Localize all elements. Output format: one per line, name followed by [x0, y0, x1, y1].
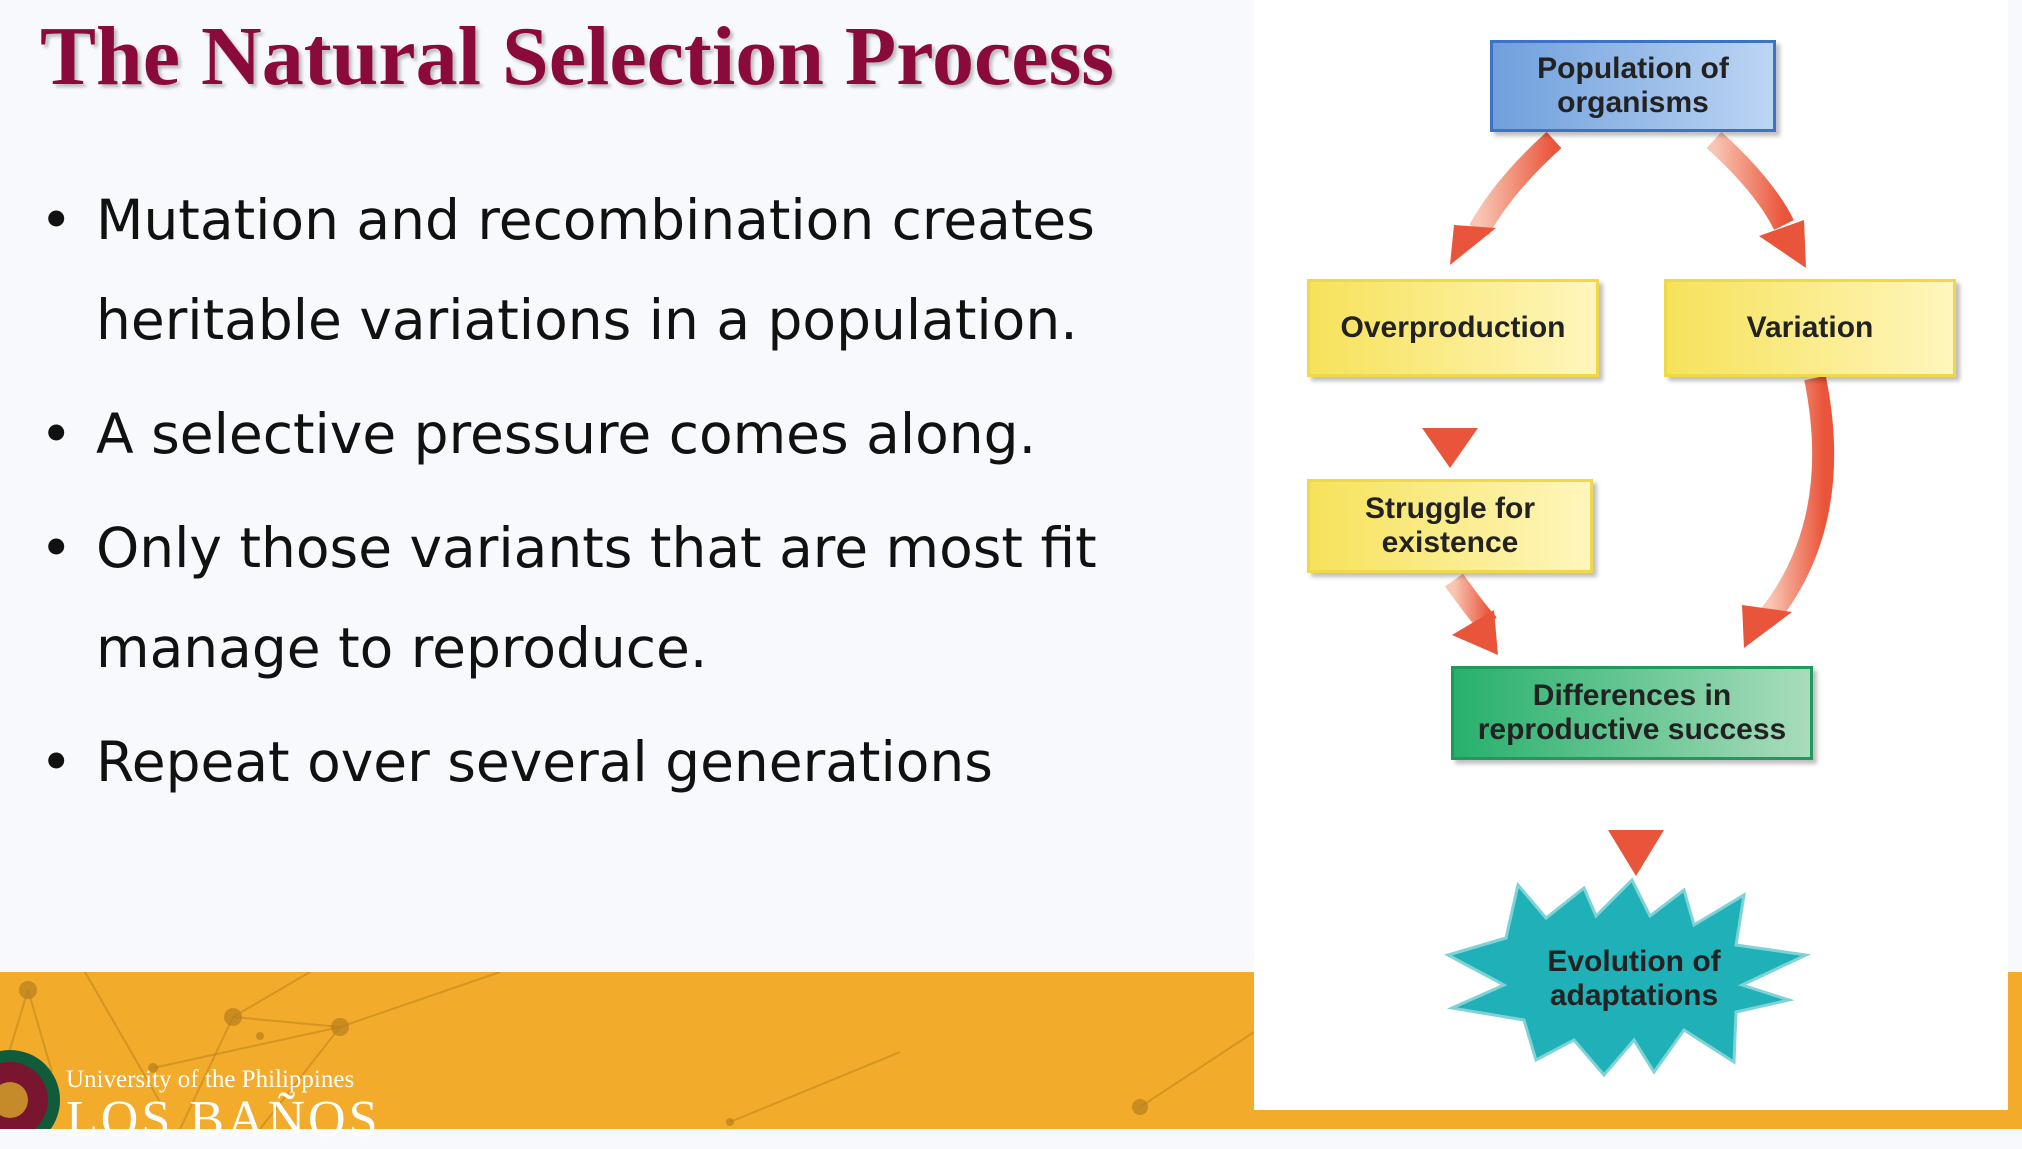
campus-name: LOS BAÑOS — [66, 1091, 381, 1148]
box-struggle: Struggle for existence — [1307, 479, 1593, 573]
bullet-item: Repeat over several generations — [40, 712, 1220, 812]
university-name: University of the Philippines — [66, 1066, 355, 1093]
bullet-item: Mutation and recombination creates herit… — [40, 170, 1106, 370]
box-differences: Differences in reproductive success — [1451, 666, 1813, 760]
university-seal-logo — [0, 1050, 60, 1129]
diagram-panel — [1254, 0, 2008, 1110]
arrow-to-variation — [1706, 131, 1794, 231]
bullet-item: Only those variants that are most fit ma… — [40, 498, 1106, 698]
box-overproduction: Overproduction — [1307, 279, 1599, 377]
diagram-arrows — [1422, 131, 1835, 1078]
starburst-evolution-label: Evolution of adaptations — [1547, 945, 1721, 1012]
box-variation: Variation — [1664, 279, 1956, 377]
bullet-item: A selective pressure comes along. — [40, 384, 1220, 484]
slide-title: The Natural Selection Process — [40, 10, 1114, 103]
starburst-shape — [1444, 877, 1812, 1078]
box-population: Population of organisms — [1490, 40, 1776, 132]
arrow-from-variation — [1761, 375, 1835, 622]
bullet-list: Mutation and recombination creates herit… — [40, 170, 1220, 826]
arrow-to-overproduction — [1469, 131, 1562, 236]
network-pattern — [0, 972, 1255, 1129]
